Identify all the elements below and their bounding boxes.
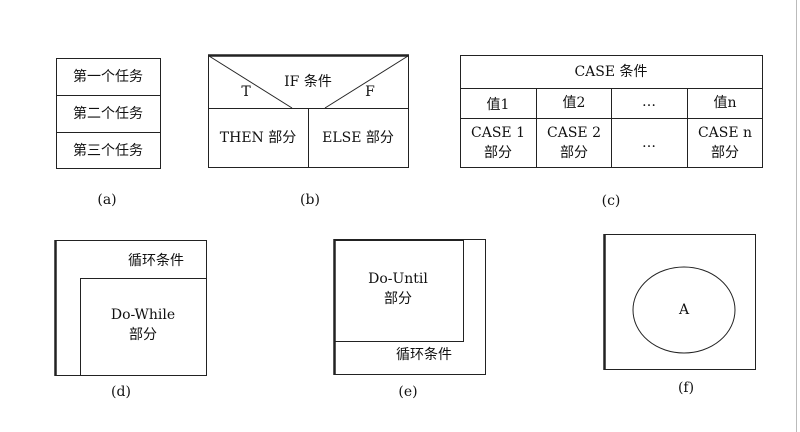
do-while-box [54,240,207,376]
case-part-n-line1: CASE n [697,125,753,141]
task-2: 第二个任务 [73,106,143,122]
false-label: F [365,84,375,100]
task-3: 第三个任务 [73,143,143,159]
caption-c: (c) [601,193,621,209]
sequence-box [56,58,161,169]
do-until-body: Do-Until 部分 [368,269,428,309]
do-until-box [333,239,486,375]
do-while-body: Do-While 部分 [111,305,175,345]
if-condition: IF 条件 [284,74,332,90]
case-value-ellipsis: … [642,94,656,110]
until-condition: 循环条件 [396,347,452,363]
caption-a: (a) [97,192,117,208]
if-else-box [208,54,409,168]
case-part-1-line1: CASE 1 [471,125,525,141]
do-while-line2: 部分 [128,327,157,343]
case-condition: CASE 条件 [574,64,648,80]
case-part-2-line2: 部分 [560,145,588,161]
then-part: THEN 部分 [219,130,297,146]
case-part-2: CASE 2 部分 [547,123,601,163]
module-box [603,234,756,370]
caption-d: (d) [111,384,131,400]
module-label: A [678,302,690,318]
case-part-n: CASE n 部分 [698,123,752,163]
case-part-ellipsis: … [642,135,656,151]
true-label: T [241,84,251,100]
case-part-1-line2: 部分 [484,145,512,161]
do-until-line1: Do-Until [368,271,428,287]
caption-b: (b) [300,192,320,208]
case-part-1: CASE 1 部分 [471,123,525,163]
caption-f: (f) [677,380,695,396]
caption-e: (e) [398,384,418,400]
do-while-line1: Do-While [110,307,176,323]
case-value-1: 值1 [486,97,510,113]
task-1: 第一个任务 [73,69,143,85]
else-part: ELSE 部分 [322,130,394,146]
while-condition: 循环条件 [128,253,184,269]
do-until-line2: 部分 [384,291,412,307]
page-edge-line [796,0,797,432]
case-value-2: 值2 [562,95,586,111]
case-part-n-line2: 部分 [710,145,739,161]
case-value-n: 值n [713,95,737,111]
case-box [460,55,763,168]
case-part-2-line1: CASE 2 [547,125,601,141]
